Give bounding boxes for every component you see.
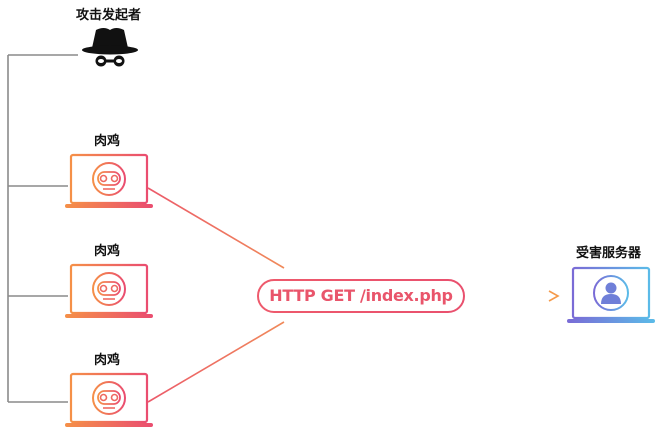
user-icon [593,275,629,311]
bot-laptop-1 [65,153,153,208]
robot-face-icon [92,272,126,306]
request-arrow [464,290,560,302]
attack-line-1 [147,187,285,269]
attacker-label: 攻击发起者 [76,8,142,23]
bot-laptop-3 [65,372,153,427]
hacker-glasses-shine [98,59,122,63]
tree-connector [7,54,78,403]
robot-face-icon [92,162,126,196]
attack-line-3 [147,321,285,403]
bot-laptop-2 [65,263,153,318]
hacker-icon [82,28,138,67]
bot-label-2: 肉鸡 [94,244,121,259]
request-label: HTTP GET /index.php [269,286,453,305]
bot-label-3: 肉鸡 [94,353,121,368]
robot-face-icon [92,381,126,415]
victim-label: 受害服务器 [576,246,642,261]
attack-lines [147,187,285,403]
victim-laptop [567,266,655,323]
bot-label-1: 肉鸡 [94,134,121,149]
